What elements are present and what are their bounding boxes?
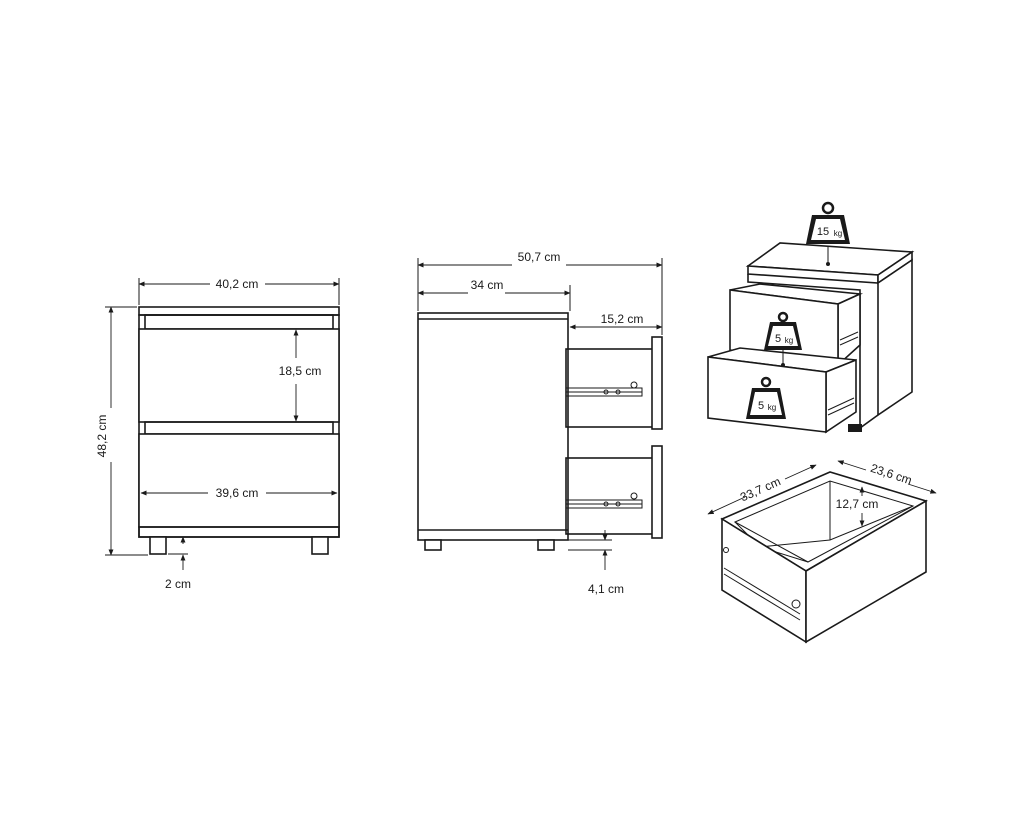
drawer-width-label: 39,6 cm <box>216 486 259 500</box>
drawer-view: 33,7 cm 23,6 cm 12,7 cm <box>707 460 937 644</box>
front-width-label: 40,2 cm <box>216 277 259 291</box>
weight-icon-lower-drawer: 5 kg <box>746 376 786 419</box>
side-foot-right <box>537 539 555 551</box>
upper-drawer-front-panel <box>651 336 663 430</box>
lower-drawer-front <box>138 433 340 528</box>
front-top-recess <box>144 314 334 330</box>
top-load-value: 15 <box>817 226 829 238</box>
side-foot-label: 4,1 cm <box>588 582 624 596</box>
front-foot-left <box>149 536 167 555</box>
drawer-width-label-iso: 23,6 cm <box>869 461 914 488</box>
upper-drawer-load-value: 5 <box>775 333 781 345</box>
side-view: 50,7 cm 34 cm 15,2 cm 4,1 cm <box>417 250 663 596</box>
drawer-height-label-iso: 12,7 cm <box>836 497 879 511</box>
lower-drawer-side <box>565 457 655 535</box>
load-view: 15 kg 5 kg 5 kg <box>707 201 915 434</box>
drawer-extension-label: 15,2 cm <box>601 312 644 326</box>
body-depth-label: 34 cm <box>471 278 504 292</box>
front-foot-right <box>311 536 329 555</box>
lower-drawer-front-panel <box>651 445 663 539</box>
weight-icon-top: 15 kg <box>806 201 850 244</box>
lower-drawer-load-value: 5 <box>758 400 764 412</box>
cabinet-side <box>877 258 913 417</box>
front-plinth <box>138 526 340 538</box>
top-load-unit: kg <box>834 229 842 238</box>
upper-drawer-side-iso <box>837 292 861 367</box>
lower-drawer-side-iso <box>825 358 857 434</box>
front-foot-label: 2 cm <box>165 577 191 591</box>
total-depth-label: 50,7 cm <box>518 250 561 264</box>
front-view: 40,2 cm 18,5 cm 39,6 cm 48,2 cm 2 cm <box>95 277 340 591</box>
front-middle-recess <box>144 421 334 435</box>
front-top-plate <box>138 306 340 316</box>
side-foot-left <box>424 539 442 551</box>
total-height-label: 48,2 cm <box>95 415 109 458</box>
lower-drawer-load-unit: kg <box>768 403 776 412</box>
drawer-height-label: 18,5 cm <box>279 364 322 378</box>
drawer-side-panel <box>805 499 927 644</box>
side-body <box>417 312 569 541</box>
weight-icon-upper-drawer: 5 kg <box>764 311 802 350</box>
upper-drawer-load-unit: kg <box>785 336 793 345</box>
